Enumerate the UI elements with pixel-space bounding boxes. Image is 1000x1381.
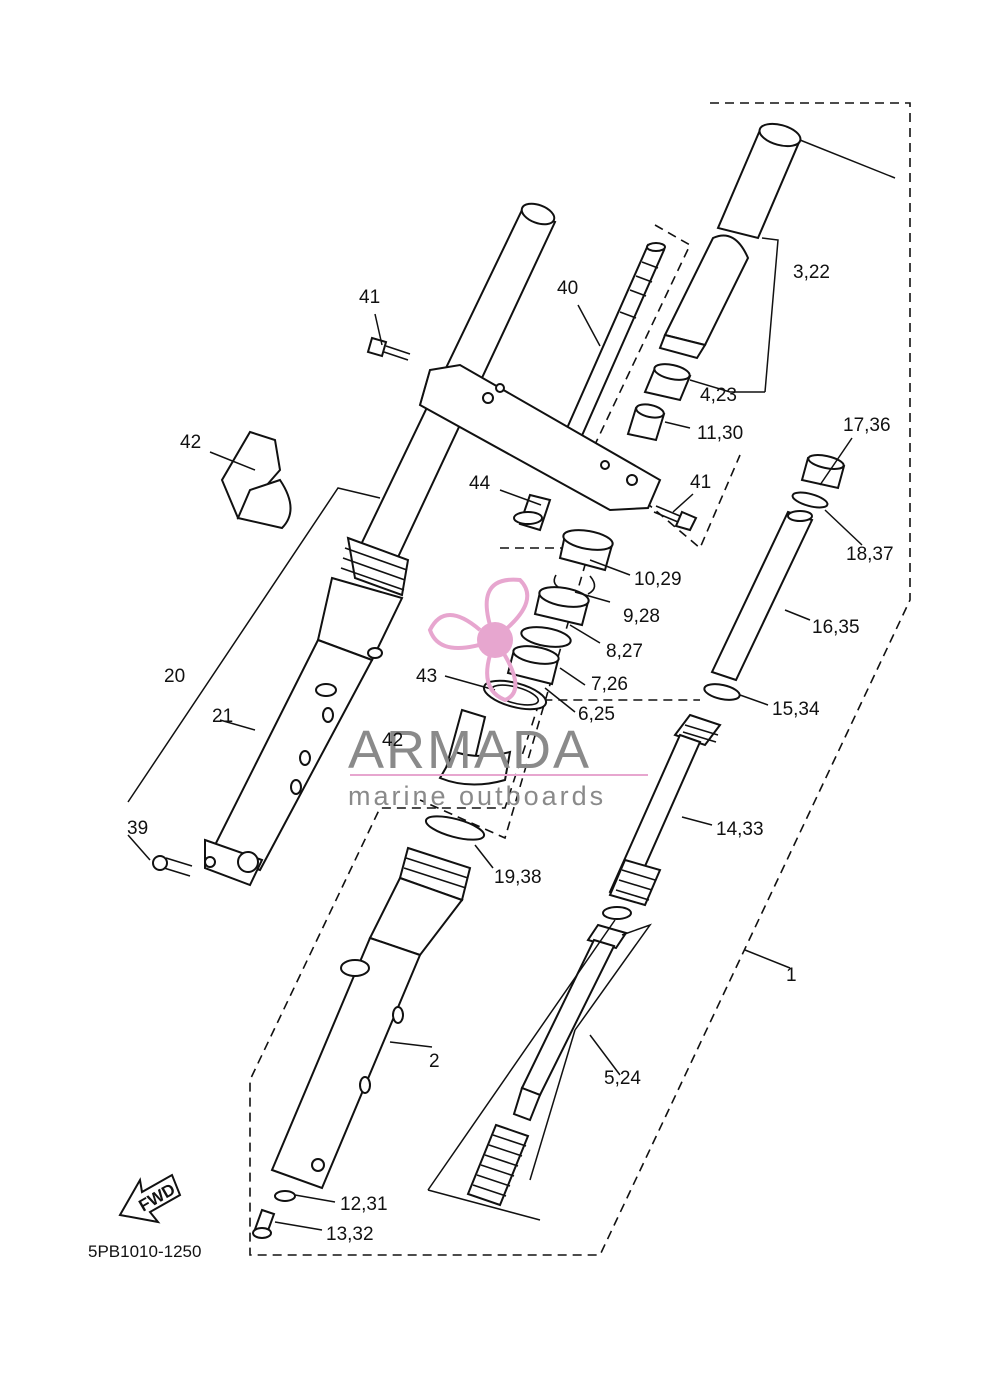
callout-3-22: 3,22 xyxy=(793,262,830,283)
o-ring-18 xyxy=(791,491,829,509)
spacer-16 xyxy=(710,510,814,682)
clamp-left xyxy=(220,430,292,530)
leader-lines xyxy=(127,237,863,1231)
clamp-center xyxy=(438,708,512,786)
callout-42-center: 42 xyxy=(382,730,403,751)
callout-6-25: 6,25 xyxy=(578,704,615,725)
callout-43: 43 xyxy=(416,666,437,687)
damper-rod-14 xyxy=(602,713,722,920)
fwd-arrow-icon: FWD xyxy=(118,1173,182,1224)
callout-7-26: 7,26 xyxy=(591,674,628,695)
callout-40: 40 xyxy=(557,278,578,299)
callout-16-35: 16,35 xyxy=(812,617,860,638)
watermark-title: ARMADA xyxy=(348,720,591,780)
spring-lower xyxy=(466,1123,530,1207)
callout-19-38: 19,38 xyxy=(494,867,542,888)
diagram-code: 5PB1010-1250 xyxy=(88,1242,201,1261)
callout-10-29: 10,29 xyxy=(634,569,682,590)
callout-8-27: 8,27 xyxy=(606,641,643,662)
watermark-logo: ARMADA marine outboards xyxy=(348,577,648,811)
callout-42-left: 42 xyxy=(180,432,201,453)
outer-tube-upper xyxy=(658,122,896,360)
washer-15 xyxy=(703,683,741,701)
callout-11-30: 11,30 xyxy=(697,423,743,444)
upper-bracket xyxy=(418,363,662,512)
logo-petal-1 xyxy=(484,577,530,641)
callout-5-24: 5,24 xyxy=(604,1068,641,1089)
callout-9-28: 9,28 xyxy=(623,606,660,627)
callout-2: 2 xyxy=(429,1051,440,1072)
callout-13-32: 13,32 xyxy=(326,1224,374,1245)
callout-15-34: 15,34 xyxy=(772,699,820,720)
watermark-subtitle: marine outboards xyxy=(348,781,606,811)
callout-39: 39 xyxy=(127,818,148,839)
callout-4-23: 4,23 xyxy=(700,385,737,406)
logo-petal-2 xyxy=(427,613,496,650)
logo-petal-3 xyxy=(485,638,518,703)
adjuster-44 xyxy=(513,493,552,532)
bushings xyxy=(626,363,692,442)
callout-20: 20 xyxy=(164,666,185,687)
callout-labels: 1 2 3,22 4,23 5,24 6,25 7,26 8,27 9,28 1… xyxy=(127,262,894,1245)
callout-41-right: 41 xyxy=(690,472,711,493)
callout-14-33: 14,33 xyxy=(716,819,764,840)
callout-1: 1 xyxy=(786,965,797,986)
lower-leg-left xyxy=(204,536,410,887)
callout-12-31: 12,31 xyxy=(340,1194,388,1215)
callout-18-37: 18,37 xyxy=(846,544,894,565)
callout-41-top: 41 xyxy=(359,287,380,308)
outer-tube-2 xyxy=(270,846,472,1190)
o-ring-19 xyxy=(424,815,486,841)
damper-rod-5 xyxy=(512,923,628,1122)
callout-21: 21 xyxy=(212,706,233,727)
callout-44: 44 xyxy=(469,473,491,494)
callout-17-36: 17,36 xyxy=(843,415,891,436)
